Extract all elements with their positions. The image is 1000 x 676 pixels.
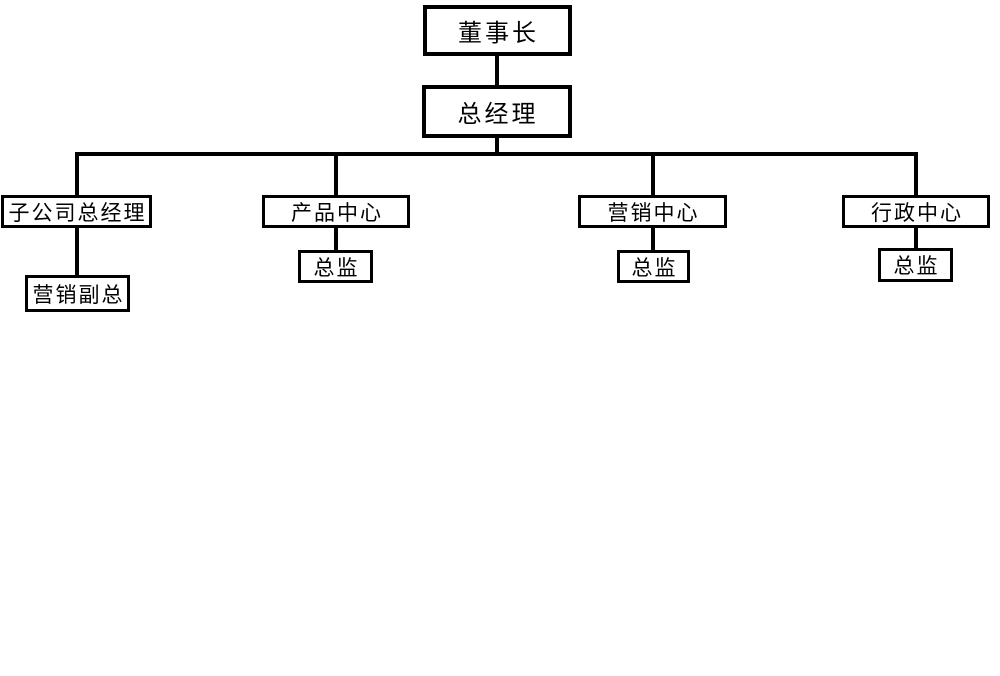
org-node-marketing-vp-label: 营销副总 [32,283,125,307]
org-node-admin-center: 行政中心 [842,195,990,228]
connector-bus-horizontal [75,152,918,156]
org-node-product-center: 产品中心 [262,195,410,228]
connector-admin-to-director [914,227,918,250]
org-node-admin-director-label: 总监 [893,255,940,278]
connector-subsidiary-gm-to-marketing-vp [75,227,79,275]
org-node-subsidiary-gm-label: 子公司总经理 [8,201,147,225]
connector-bus-to-product-center [334,152,338,195]
connector-marketing-to-director [651,227,655,250]
org-node-admin-director: 总监 [878,248,953,282]
org-node-general-manager-label: 总经理 [457,101,539,128]
org-node-marketing-director-label: 总监 [631,256,678,280]
org-node-marketing-center-label: 营销中心 [607,201,700,225]
connector-bus-to-subsidiary-gm [75,152,79,195]
org-node-chairman: 董事长 [423,5,572,56]
org-node-product-director-label: 总监 [313,256,360,280]
org-node-subsidiary-gm: 子公司总经理 [1,195,152,228]
org-node-product-center-label: 产品中心 [291,201,383,225]
connector-chairman-to-gm [495,56,499,85]
connector-bus-to-marketing-center [651,152,655,195]
org-node-marketing-director: 总监 [617,250,690,283]
connector-bus-to-admin-center [914,152,918,195]
connector-product-to-director [334,227,338,250]
org-node-general-manager: 总经理 [422,85,572,138]
connector-gm-to-bus [495,138,499,156]
org-node-marketing-vp: 营销副总 [25,275,130,312]
org-node-product-director: 总监 [298,250,373,283]
org-node-marketing-center: 营销中心 [578,195,727,228]
org-node-chairman-label: 董事长 [458,20,539,47]
org-node-admin-center-label: 行政中心 [871,201,963,225]
